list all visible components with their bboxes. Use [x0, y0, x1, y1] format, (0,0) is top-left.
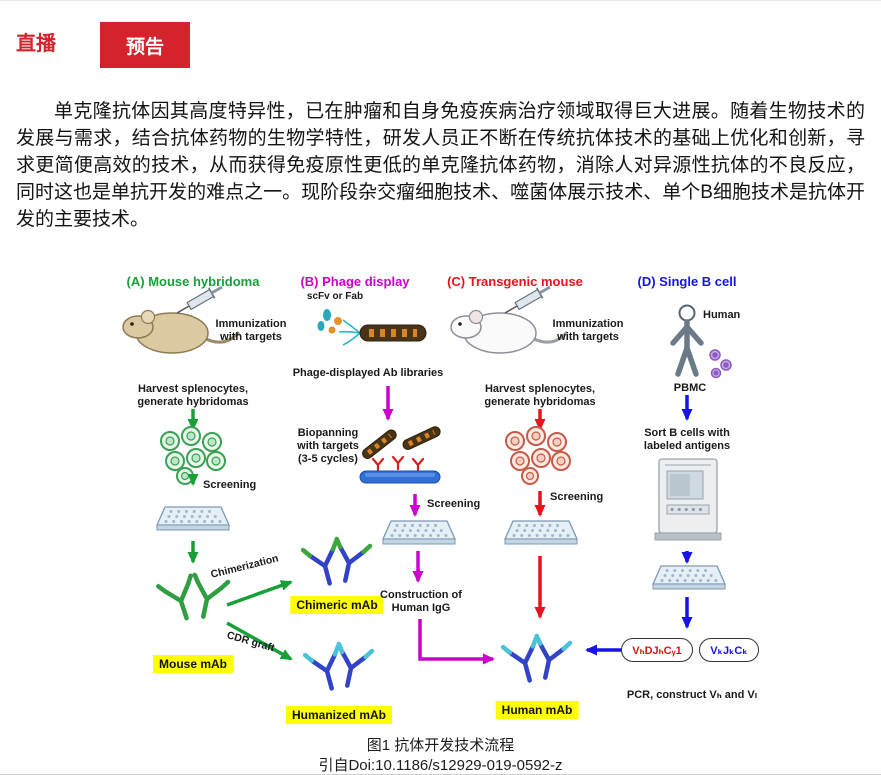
- arrow-chimerization: [226, 580, 293, 607]
- panel-a-title: (A) Mouse hybridoma: [126, 274, 260, 289]
- gene-box-light-chain: VₖJₖCₖ: [699, 638, 759, 662]
- microplate-a: [155, 506, 231, 531]
- syringe-c-icon: [504, 285, 551, 314]
- mouse-mab-antibodies: [156, 572, 231, 621]
- article-paragraph: 单克隆抗体因其高度特异性，已在肿瘤和自身免疫疾病治疗领域取得巨大进展。随着生物技…: [16, 101, 865, 230]
- tab-preview[interactable]: 预告: [100, 22, 190, 68]
- microplate-c: [503, 520, 579, 545]
- scfv-fab-fragments: [317, 309, 342, 334]
- syringe-a-icon: [176, 285, 223, 314]
- label-screening-b: Screening: [427, 498, 481, 510]
- tab-live[interactable]: 直播: [16, 33, 56, 55]
- label-pcr-construct: PCR, construct Vₕ and Vₗ: [626, 689, 758, 701]
- hybridoma-cells-c: [505, 426, 571, 485]
- figure-caption: 图1 抗体开发技术流程: [366, 737, 515, 754]
- label-sort-b-cells: Sort B cells with labeled antigens: [643, 427, 731, 453]
- chimeric-mab-antibodies: [300, 536, 373, 586]
- label-construction-igg: Construction of Human IgG: [380, 589, 462, 615]
- panel-b-title: (B) Phage display: [300, 274, 410, 289]
- humanized-mab-label: Humanized mAb: [285, 706, 393, 724]
- mouse-c-illustration: [450, 309, 568, 354]
- phage-illustration: [338, 319, 427, 346]
- chimeric-mab-label: Chimeric mAb: [290, 596, 384, 614]
- arrow-cdr-graft: [226, 621, 293, 661]
- human-mab-antibodies: [500, 633, 573, 683]
- hybridoma-cells-a: [160, 426, 226, 485]
- label-human: Human: [703, 309, 741, 321]
- figure-antibody-development: (A) Mouse hybridoma (B) Phage display (C…: [115, 269, 775, 735]
- figure-artwork: [122, 285, 732, 691]
- label-screening-a: Screening: [203, 479, 257, 491]
- label-phage-libraries: Phage-displayed Ab libraries: [292, 367, 444, 379]
- label-screening-c: Screening: [550, 491, 604, 503]
- microplate-d: [651, 565, 727, 590]
- label-harvest-c: Harvest splenocytes, generate hybridomas: [484, 383, 596, 409]
- cell-sorter-instrument: [654, 458, 722, 541]
- label-biopanning: Biopanning with targets (3-5 cycles): [297, 427, 359, 466]
- microplate-b: [381, 520, 457, 545]
- label-harvest-a: Harvest splenocytes, generate hybridomas: [137, 383, 249, 409]
- gene-box-heavy-chain: VₕDJₕCᵧ1: [621, 638, 693, 662]
- biopanning-illustration: [359, 426, 441, 484]
- figure-source-doi: 引自Doi:10.1186/s12929-019-0592-z: [318, 757, 563, 774]
- label-pbmc: PBMC: [673, 382, 707, 394]
- humanized-mab-antibodies: [302, 641, 375, 691]
- pbmc-cells: [709, 349, 732, 379]
- arrow-construction-to-human-mab: [418, 619, 495, 665]
- human-mab-label: Human mAb: [495, 701, 579, 719]
- label-immunization-c: Immunization with targets: [552, 318, 624, 344]
- label-scfv-or-fab: scFv or Fab: [306, 291, 364, 302]
- mouse-a-illustration: [122, 309, 240, 354]
- mouse-mab-label: Mouse mAb: [152, 655, 234, 673]
- panel-d-title: (D) Single B cell: [637, 274, 737, 289]
- label-immunization-a: Immunization with targets: [215, 318, 287, 344]
- human-figure-illustration: [670, 304, 704, 377]
- panel-c-title: (C) Transgenic mouse: [447, 274, 583, 289]
